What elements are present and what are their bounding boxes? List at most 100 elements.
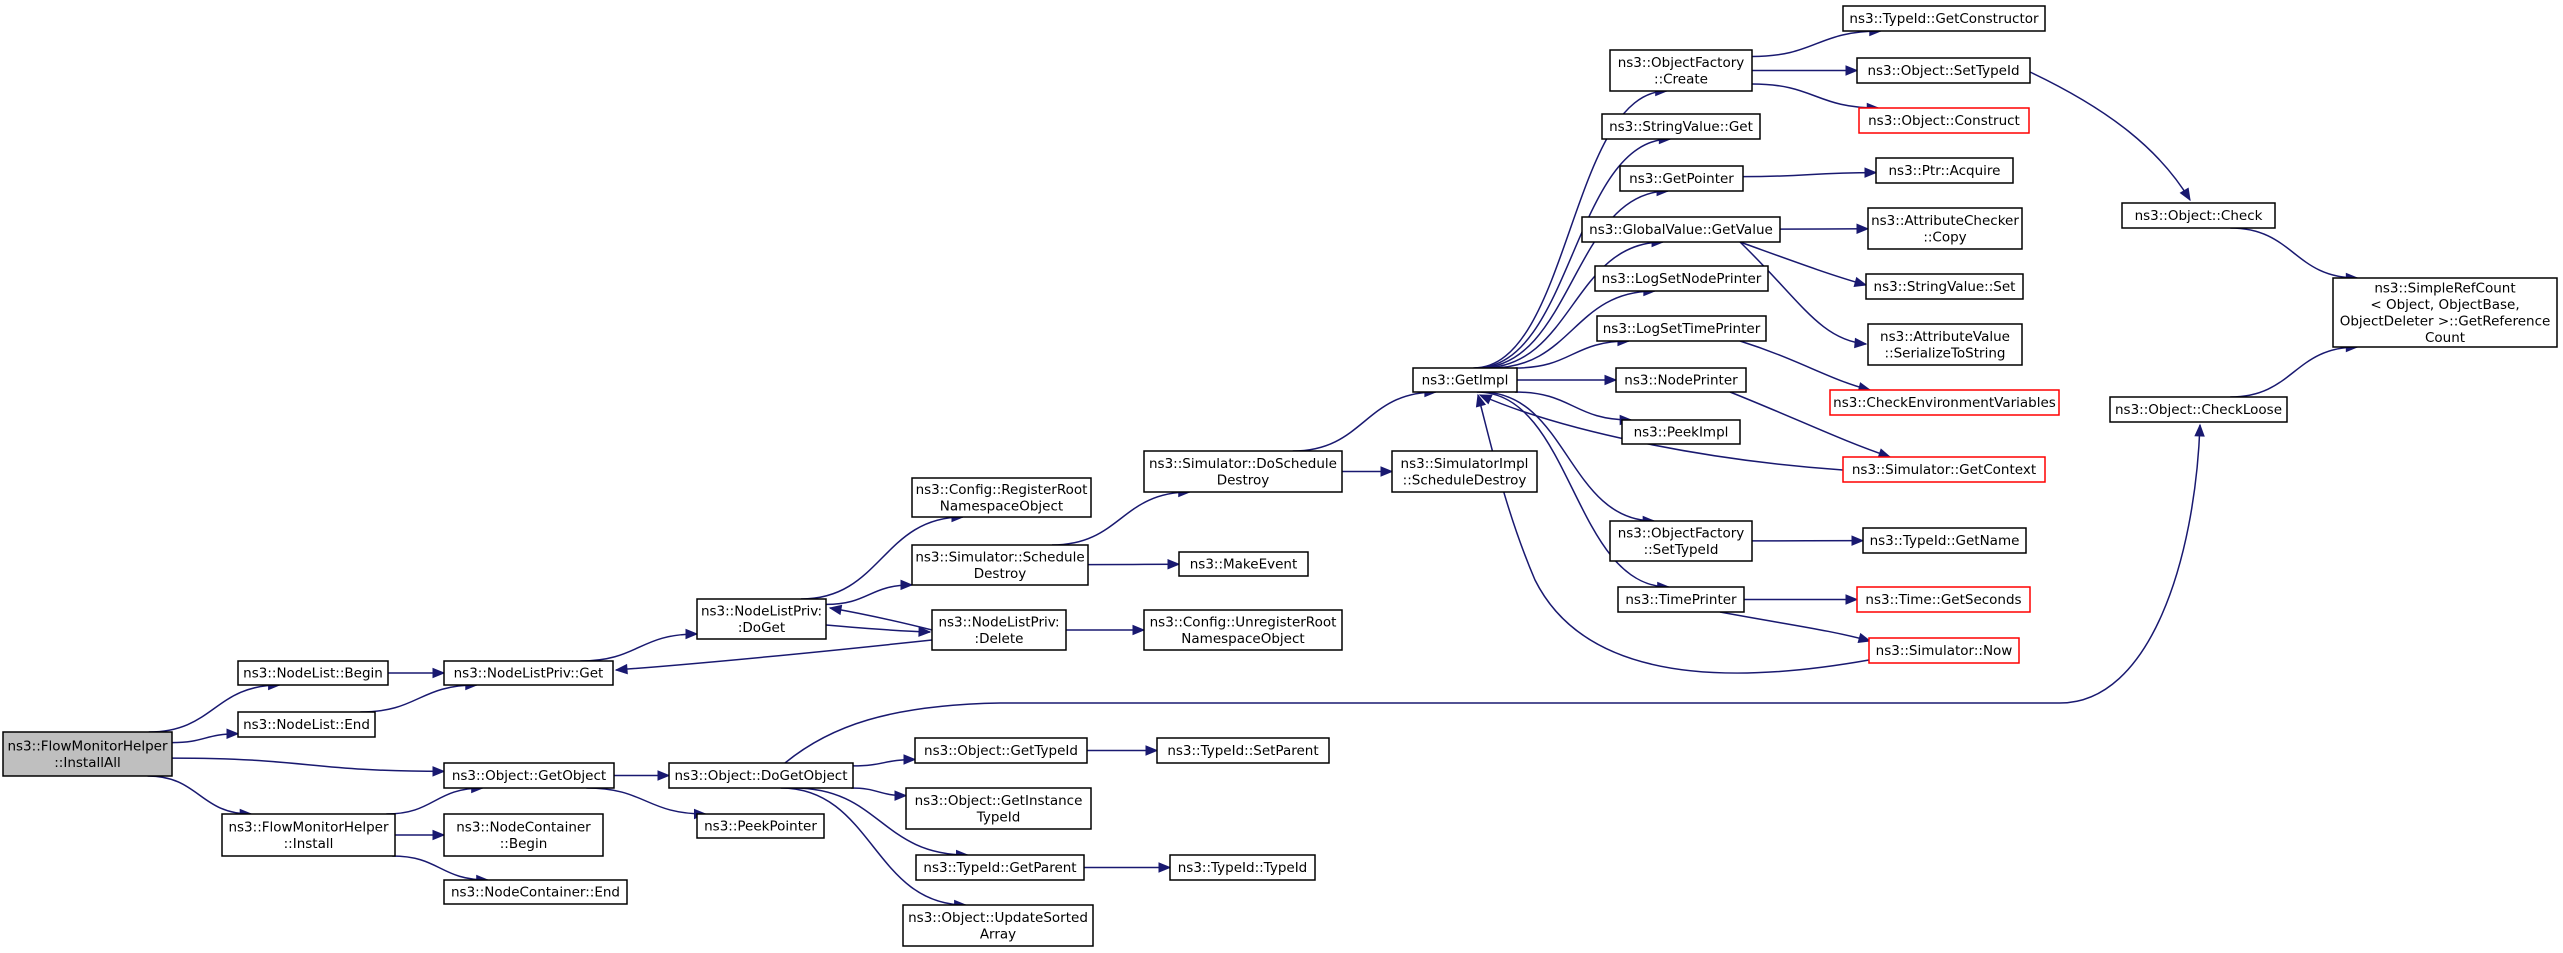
- node-nc-end[interactable]: ns3::NodeContainer::End: [443, 879, 628, 905]
- node-box: [1143, 450, 1343, 493]
- node-sim-now[interactable]: ns3::Simulator::Now: [1868, 637, 2020, 664]
- edge-line: [1742, 171, 1877, 178]
- node-sim-scheduledestroy[interactable]: ns3::Simulator::ScheduleDestroy: [911, 544, 1089, 586]
- node-nlp-delete[interactable]: ns3::NodeListPriv::Delete: [931, 609, 1067, 651]
- node-simimpl-scheduledestroy[interactable]: ns3::SimulatorImpl::ScheduleDestroy: [1391, 450, 1538, 493]
- node-nl-begin[interactable]: ns3::NodeList::Begin: [237, 660, 389, 686]
- node-peekimpl[interactable]: ns3::PeekImpl: [1621, 419, 1741, 445]
- node-stringvalue-get[interactable]: ns3::StringValue::Get: [1601, 113, 1761, 140]
- node-label-line: ns3::Object::Construct: [1868, 113, 2020, 129]
- edge-typeid_getparent-to-typeid_typeid: [1084, 862, 1172, 873]
- node-nlp-doget[interactable]: ns3::NodeListPriv::DoGet: [696, 598, 827, 640]
- edge-line: [580, 633, 698, 662]
- node-box: [1865, 273, 2024, 300]
- node-box: [1867, 323, 2023, 366]
- node-label-line: TypeId: [976, 809, 1021, 825]
- node-logsettimeprinter[interactable]: ns3::LogSetTimePrinter: [1596, 315, 1767, 342]
- node-label-line: ns3::TypeId::SetParent: [1167, 743, 1318, 759]
- node-objfactory-settypeid[interactable]: ns3::ObjectFactory::SetTypeId: [1609, 520, 1753, 562]
- node-obj-getobject[interactable]: ns3::Object::GetObject: [443, 762, 615, 789]
- node-attrchecker-copy[interactable]: ns3::AttributeChecker::Copy: [1867, 207, 2023, 250]
- node-obj-construct[interactable]: ns3::Object::Construct: [1858, 107, 2030, 134]
- node-box: [911, 544, 1089, 586]
- edge-obj_dogetobject-to-obj_getinstancetypeid: [850, 787, 908, 801]
- node-box: [696, 598, 827, 640]
- node-box: [1619, 165, 1744, 192]
- edge-timeprinter-to-time_getseconds: [1743, 594, 1859, 605]
- node-checkenvvars[interactable]: ns3::CheckEnvironmentVariables: [1829, 389, 2060, 416]
- node-box: [1856, 586, 2031, 613]
- edge-line: [784, 424, 2201, 764]
- edge-obj_getobject-to-peekpointer: [586, 787, 707, 820]
- node-box: [443, 879, 628, 905]
- node-label-line: ns3::TypeId::GetConstructor: [1849, 11, 2039, 27]
- node-simplerefcount[interactable]: ns3::SimpleRefCount< Object, ObjectBase,…: [2332, 277, 2558, 348]
- node-box: [1615, 367, 1747, 393]
- node-nlp-get[interactable]: ns3::NodeListPriv::Get: [443, 660, 614, 686]
- node-box: [2121, 202, 2276, 229]
- edge-line: [586, 787, 706, 815]
- node-installall[interactable]: ns3::FlowMonitorHelper::InstallAll: [2, 731, 173, 777]
- node-objfactory-create[interactable]: ns3::ObjectFactory::Create: [1609, 49, 1753, 92]
- node-nc-begin[interactable]: ns3::NodeContainer::Begin: [443, 813, 604, 857]
- node-typeid-getname[interactable]: ns3::TypeId::GetName: [1862, 527, 2027, 554]
- node-label-line: ::Create: [1654, 71, 1708, 87]
- edge-nlp_doget-to-nlp_delete: [825, 624, 932, 637]
- node-typeid-getparent[interactable]: ns3::TypeId::GetParent: [915, 854, 1085, 881]
- edge-line: [1719, 611, 1871, 642]
- node-label-line: ns3::Time::GetSeconds: [1865, 592, 2021, 608]
- node-obj-dogetobject[interactable]: ns3::Object::DoGetObject: [668, 762, 854, 789]
- arrowhead-icon: [828, 604, 843, 616]
- node-nodeprinter[interactable]: ns3::NodePrinter: [1615, 367, 1747, 393]
- node-nl-end[interactable]: ns3::NodeList::End: [237, 711, 376, 738]
- node-getpointer[interactable]: ns3::GetPointer: [1619, 165, 1744, 192]
- node-fmh-install[interactable]: ns3::FlowMonitorHelper::Install: [221, 813, 396, 857]
- node-attrvalue-serialize[interactable]: ns3::AttributeValue::SerializeToString: [1867, 323, 2023, 366]
- edge-getimpl-to-globalvalue_getvalue: [1482, 236, 1665, 369]
- node-label-line: ns3::Simulator::Schedule: [915, 549, 1084, 565]
- node-label-line: ns3::PeekImpl: [1634, 425, 1729, 441]
- node-label-line: ns3::Object::GetObject: [452, 768, 606, 784]
- node-label-line: ns3::Object::GetInstance: [915, 793, 1083, 809]
- node-stringvalue-set[interactable]: ns3::StringValue::Set: [1865, 273, 2024, 300]
- node-logsetnodeprinter[interactable]: ns3::LogSetNodePrinter: [1594, 265, 1769, 292]
- node-obj-settypeid[interactable]: ns3::Object::SetTypeId: [1856, 57, 2031, 84]
- edge-timeprinter-to-sim_now: [1719, 611, 1872, 644]
- node-obj-gettypeid[interactable]: ns3::Object::GetTypeId: [914, 737, 1088, 764]
- node-getimpl[interactable]: ns3::GetImpl: [1412, 367, 1518, 393]
- edge-line: [801, 516, 963, 600]
- node-cfg-unregisterroot[interactable]: ns3::Config::UnregisterRootNamespaceObje…: [1143, 609, 1343, 651]
- node-makeevent[interactable]: ns3::MakeEvent: [1178, 551, 1309, 577]
- node-time-getseconds[interactable]: ns3::Time::GetSeconds: [1856, 586, 2031, 613]
- node-label-line: ns3::ObjectFactory: [1618, 55, 1745, 71]
- node-label-line: ns3::Config::RegisterRoot: [916, 482, 1088, 498]
- node-sim-getcontext[interactable]: ns3::Simulator::GetContext: [1842, 456, 2046, 483]
- node-obj-check[interactable]: ns3::Object::Check: [2121, 202, 2276, 229]
- node-box: [1621, 419, 1741, 445]
- edge-line: [1751, 83, 1879, 109]
- node-globalvalue-getvalue[interactable]: ns3::GlobalValue::GetValue: [1581, 216, 1781, 243]
- node-box: [902, 904, 1094, 947]
- node-typeid-typeid[interactable]: ns3::TypeId::TypeId: [1169, 854, 1316, 881]
- node-label-line: Destroy: [974, 566, 1027, 582]
- edge-nlp_get-to-nlp_doget: [580, 628, 699, 662]
- node-typeid-getconstructor[interactable]: ns3::TypeId::GetConstructor: [1842, 5, 2046, 32]
- node-label-line: Count: [2425, 330, 2465, 346]
- arrowhead-icon: [1845, 594, 1859, 605]
- node-ptr-acquire[interactable]: ns3::Ptr::Acquire: [1875, 157, 2014, 184]
- node-label-line: ::ScheduleDestroy: [1403, 472, 1527, 488]
- node-obj-checkloose[interactable]: ns3::Object::CheckLoose: [2109, 396, 2288, 423]
- node-label-line: ::InstallAll: [54, 755, 120, 771]
- node-timeprinter[interactable]: ns3::TimePrinter: [1617, 586, 1745, 613]
- node-label-line: ns3::AttributeValue: [1880, 329, 2010, 345]
- node-label-line: ::Install: [284, 836, 334, 852]
- edge-sim_scheduledestroy-to-makeevent: [1087, 559, 1181, 570]
- edge-fmh_install-to-nc_begin: [394, 829, 446, 841]
- node-peekpointer[interactable]: ns3::PeekPointer: [696, 813, 825, 839]
- node-label-line: Destroy: [1217, 472, 1270, 488]
- node-typeid-setparent[interactable]: ns3::TypeId::SetParent: [1156, 737, 1330, 764]
